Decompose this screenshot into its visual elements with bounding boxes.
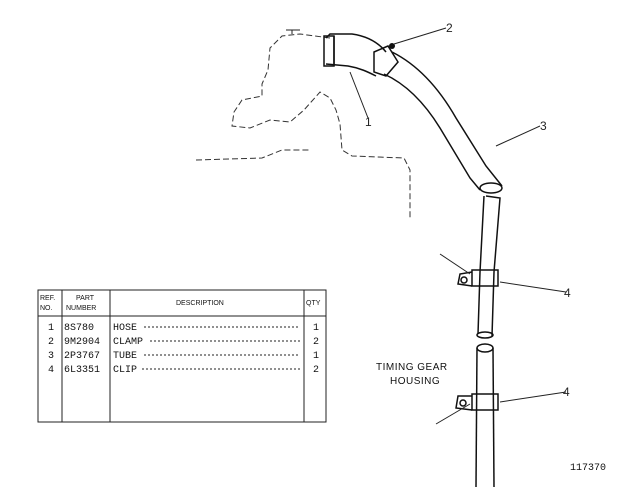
table-header-ref-no-2: NO. — [40, 305, 53, 312]
tube-lower — [475, 343, 495, 487]
table-row-2-part: 9M2904 — [64, 337, 100, 348]
clip-upper — [457, 269, 499, 287]
table-row-2-desc: CLAMP — [113, 337, 143, 348]
housing-label-line2: HOUSING — [390, 376, 440, 387]
callout-clip-upper: 4 — [564, 286, 571, 300]
table-row-2-qty: 2 — [313, 337, 319, 348]
table-header-description: DESCRIPTION — [176, 300, 224, 307]
callout-tube: 3 — [540, 119, 547, 133]
table-row-4-qty: 2 — [313, 365, 319, 376]
table-row-3-desc: TUBE — [113, 351, 137, 362]
housing-label-line1: TIMING GEAR — [376, 362, 448, 373]
table-header-part: PART — [76, 295, 95, 302]
tube-middle — [476, 195, 501, 339]
table-row-2-ref: 2 — [48, 337, 54, 348]
hose — [323, 33, 387, 77]
table-row-1-ref: 1 — [48, 323, 54, 334]
clip-lower — [455, 393, 499, 411]
table-row-4-ref: 4 — [48, 365, 54, 376]
table-header-qty: QTY — [306, 300, 321, 307]
clamp — [373, 43, 399, 77]
engine-outline — [195, 29, 411, 220]
parts-table: REF. NO. PART NUMBER DESCRIPTION QTY 1 8… — [37, 289, 327, 423]
table-header-ref-no: REF. — [40, 295, 55, 302]
table-row-4-desc: CLIP — [113, 365, 137, 376]
table-row-4-part: 6L3351 — [64, 365, 100, 376]
callout-clamp: 2 — [446, 21, 453, 35]
table-header-part-2: NUMBER — [66, 305, 96, 312]
callout-clip-lower: 4 — [563, 385, 570, 399]
table-row-3-ref: 3 — [48, 351, 54, 362]
table-row-1-part: 8S780 — [64, 323, 94, 334]
table-row-3-part: 2P3767 — [64, 351, 100, 362]
leader-lines — [349, 27, 567, 425]
callout-hose: 1 — [365, 115, 372, 129]
figure-number: 117370 — [570, 463, 606, 474]
table-row-3-qty: 1 — [313, 351, 319, 362]
tube-upper — [383, 51, 503, 194]
table-row-1-qty: 1 — [313, 323, 319, 334]
table-row-1-desc: HOSE — [113, 323, 137, 334]
